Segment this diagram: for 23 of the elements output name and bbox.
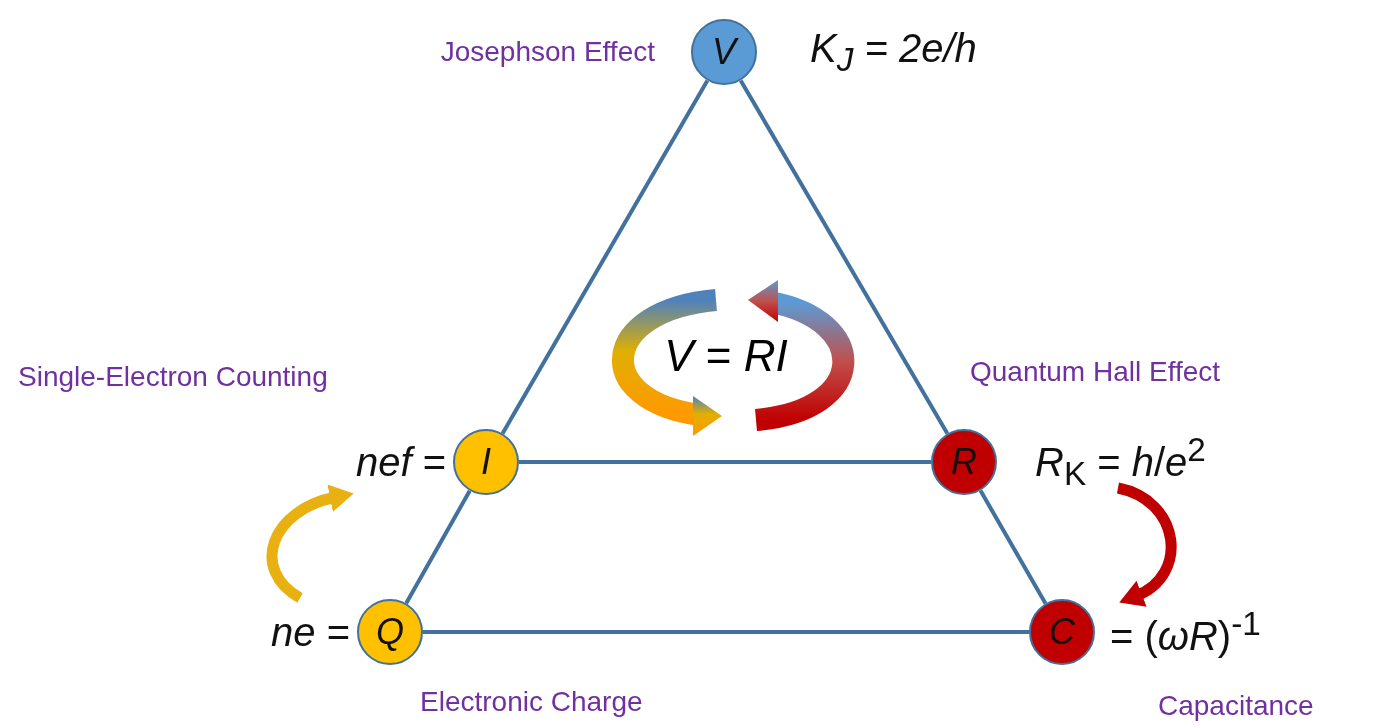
connector-line: [404, 489, 472, 605]
quantity-circle: R: [931, 429, 997, 495]
formula: nef =: [355, 439, 446, 485]
quantity-circle: C: [1029, 599, 1095, 665]
formula: K$_{J}$ = 2e/h: [810, 25, 977, 79]
formula: = (ωR)$^{-1}$: [1110, 605, 1261, 659]
connector-line: [500, 79, 710, 435]
connector-line: [978, 489, 1048, 605]
effect-label: Quantum Hall Effect: [970, 356, 1221, 388]
connector-line: [519, 460, 931, 464]
quantity-circle: Q: [357, 599, 423, 665]
effect-label: Capacitance: [1158, 690, 1314, 722]
connector-line: [738, 79, 950, 435]
quantity-circle: I: [453, 429, 519, 495]
effect-label: Josephson Effect: [440, 36, 655, 68]
effect-label: Single-Electron Counting: [18, 361, 328, 393]
formula: ne =: [271, 609, 350, 655]
connector-line: [423, 630, 1029, 634]
effect-label: Electronic Charge: [420, 686, 643, 718]
formula: V = RI: [664, 331, 788, 381]
formula: R$_{K}$ = h/e$^{2}$: [1035, 431, 1206, 493]
quantity-circle: V: [691, 19, 757, 85]
curved-arrow: [1116, 482, 1177, 606]
